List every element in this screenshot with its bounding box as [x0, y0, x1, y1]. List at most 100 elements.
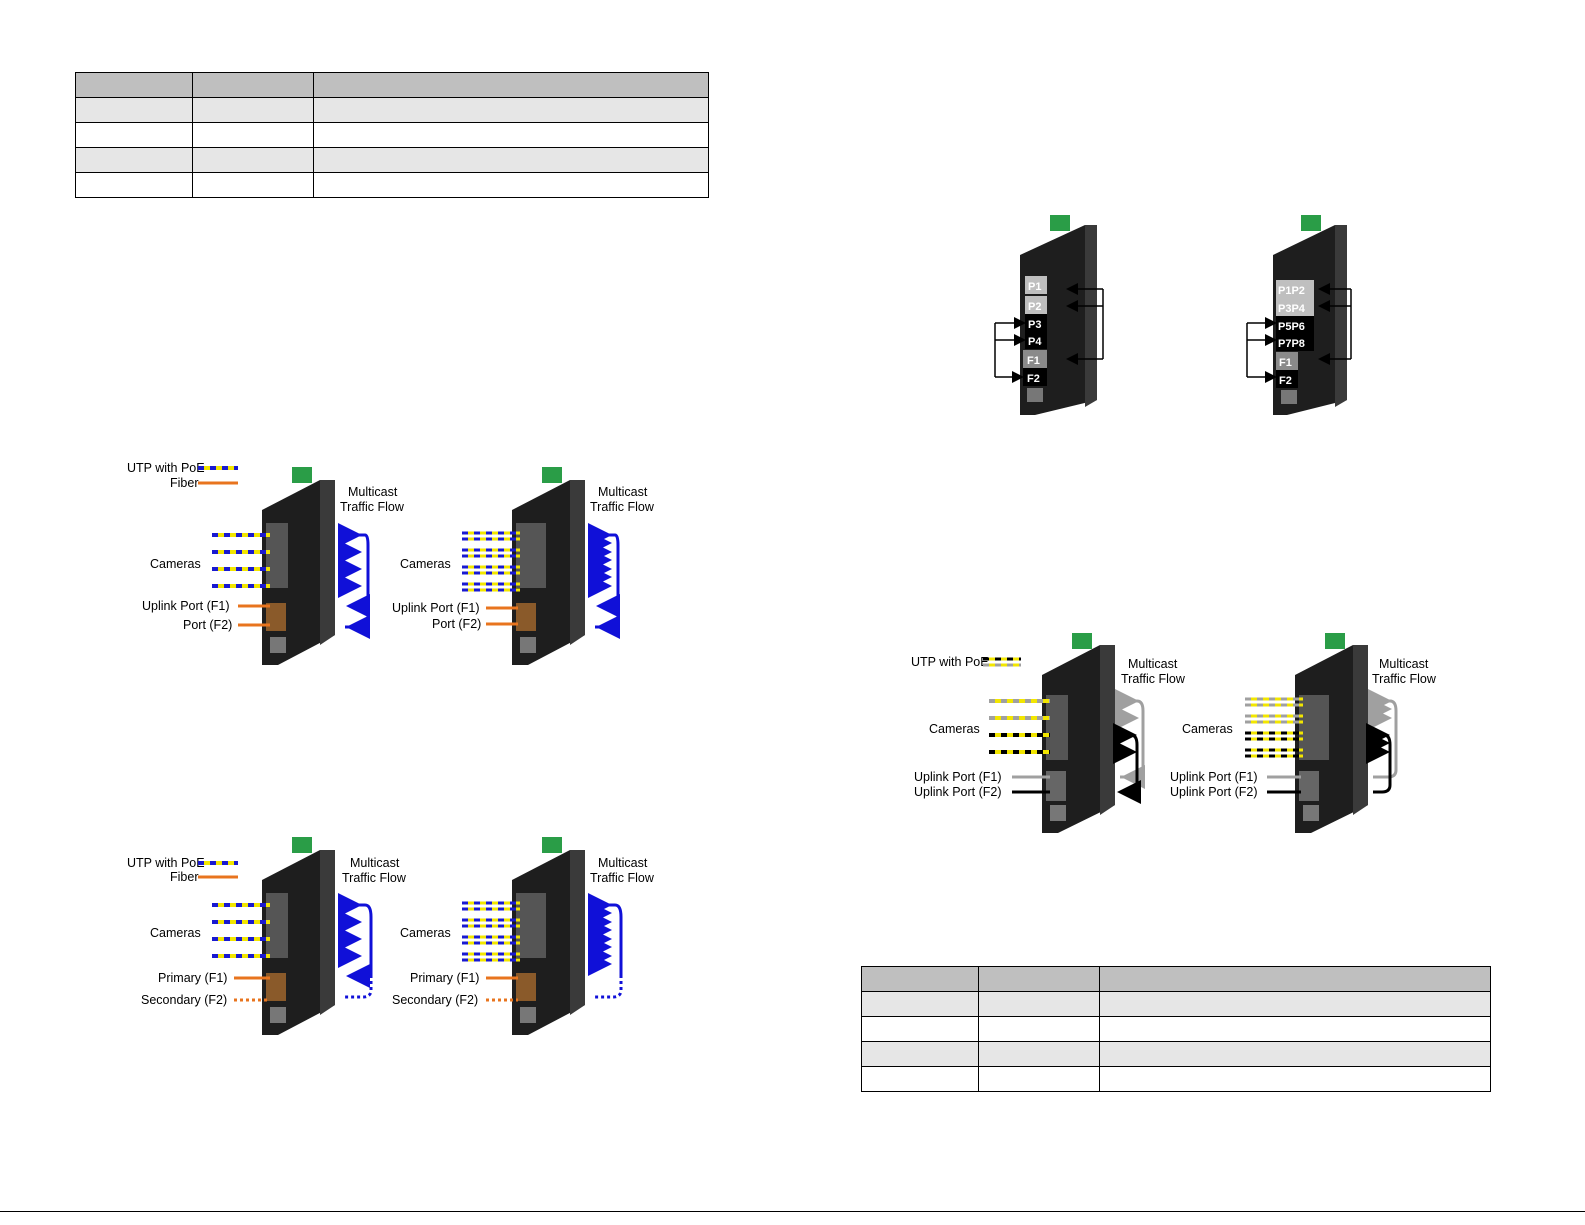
table-cell	[192, 172, 314, 198]
table-cell	[313, 122, 709, 148]
multicast-flow-arrows-2	[588, 893, 623, 999]
table-cell	[861, 1041, 979, 1067]
diagram-multicast-primary-secondary: UTP with PoE Fiber Cameras Primary (F1) …	[127, 837, 655, 1035]
legend-fiber-label: Fiber	[170, 476, 198, 490]
table-cell	[313, 172, 709, 198]
port-f2-label-2: Port (F2)	[432, 617, 481, 631]
table-top-left	[75, 72, 709, 198]
group-arrows-a	[994, 283, 1104, 383]
table-cell	[1099, 1041, 1491, 1067]
table-row	[861, 1016, 1491, 1042]
table-row	[75, 147, 709, 173]
flow-title-line1: Multicast	[1128, 657, 1178, 671]
uplink-port-f2-label-2: Uplink Port (F2)	[1170, 785, 1258, 799]
table-cell	[192, 97, 314, 123]
flow-title-line2: Traffic Flow	[342, 871, 407, 885]
table-cell	[978, 1041, 1100, 1067]
table-cell	[978, 1066, 1100, 1092]
port-p4-label: P4	[1028, 336, 1042, 348]
primary-f1-label: Primary (F1)	[158, 971, 227, 985]
table-header-row	[861, 966, 1491, 992]
table-row	[75, 172, 709, 198]
table-cell	[861, 991, 979, 1017]
multicast-flow-arrows-2	[588, 523, 620, 639]
table-cell	[75, 172, 193, 198]
table-cell	[1099, 1016, 1491, 1042]
uplink-port-f1-label: Uplink Port (F1)	[914, 770, 1002, 784]
cameras-label: Cameras	[929, 722, 980, 736]
terminal-block-icon	[292, 467, 312, 483]
port-badge	[1025, 314, 1047, 332]
flow-title-line2-2: Traffic Flow	[590, 500, 655, 514]
switch-device-8port	[512, 837, 585, 1035]
switch-device-4port	[262, 837, 335, 1035]
table-cell	[75, 72, 193, 98]
table-cell	[192, 72, 314, 98]
multicast-flow-arrows-2	[1366, 689, 1398, 794]
cameras-label-2: Cameras	[400, 926, 451, 940]
table-cell	[75, 122, 193, 148]
port-badge	[1276, 280, 1314, 298]
port-f2-label: Port (F2)	[183, 618, 232, 632]
flow-title-line2-2: Traffic Flow	[590, 871, 655, 885]
port-badge	[1276, 298, 1314, 316]
poe-cables	[989, 699, 1050, 754]
table-cell	[75, 97, 193, 123]
secondary-f2-label-2: Secondary (F2)	[392, 993, 478, 1007]
table-row	[861, 991, 1491, 1017]
poe-cables-2	[462, 531, 520, 592]
table-bottom-right	[861, 966, 1491, 1092]
flow-title-line2: Traffic Flow	[1121, 672, 1186, 686]
table-cell	[313, 147, 709, 173]
diagram-multicast-uplink: UTP with PoE Fiber Cameras Uplink Port (…	[127, 461, 655, 665]
port-badge	[1276, 352, 1298, 370]
terminal-block-icon	[1072, 633, 1092, 649]
table-cell	[861, 1016, 979, 1042]
group-arrows-b	[1246, 283, 1352, 383]
port-f1-label-b: F1	[1279, 357, 1292, 369]
uplink-port-f1-label-2: Uplink Port (F1)	[392, 601, 480, 615]
port-p3-label: P3	[1028, 319, 1041, 331]
table-cell	[313, 72, 709, 98]
legend-fiber-label: Fiber	[170, 870, 198, 884]
table-cell	[75, 147, 193, 173]
cameras-label-2: Cameras	[1182, 722, 1233, 736]
table-header-row	[75, 72, 709, 98]
table-cell	[313, 97, 709, 123]
switch-device-4port	[1042, 633, 1115, 833]
table-cell	[978, 1016, 1100, 1042]
table-row	[861, 1066, 1491, 1092]
uplink-port-f1-label: Uplink Port (F1)	[142, 599, 230, 613]
flow-title-line2-2: Traffic Flow	[1372, 672, 1437, 686]
port-p2-label: P2	[1028, 301, 1041, 313]
table-cell	[978, 966, 1100, 992]
port-p5p6-label: P5P6	[1278, 321, 1305, 333]
port-p1p2-label: P1P2	[1278, 285, 1305, 297]
multicast-flow-arrows	[1113, 689, 1145, 804]
switch-device-8port	[1295, 633, 1368, 833]
port-badge	[1276, 333, 1314, 351]
diagram-dual-uplink: UTP with PoE Cameras Uplink Port (F1) Up…	[911, 633, 1437, 833]
legend-utp-label: UTP with PoE	[127, 461, 205, 475]
switch-device-a: P1 P2 P3 P4 F1 F2	[1020, 215, 1097, 415]
page-bottom-rule	[0, 1211, 1585, 1212]
uplink-port-f2-label: Uplink Port (F2)	[914, 785, 1002, 799]
terminal-block-icon	[1050, 215, 1070, 231]
table-cell	[978, 991, 1100, 1017]
flow-title-line1-2: Multicast	[1379, 657, 1429, 671]
port-f1-label: F1	[1027, 355, 1040, 367]
terminal-block-icon	[292, 837, 312, 853]
table-row	[861, 1041, 1491, 1067]
legend-utp-label: UTP with PoE	[127, 856, 205, 870]
terminal-block-icon	[542, 467, 562, 483]
poe-cables-2	[462, 901, 520, 962]
table-cell	[1099, 991, 1491, 1017]
poe-cables	[212, 903, 270, 958]
port-p3p4-label: P3P4	[1278, 303, 1306, 315]
secondary-f2-label: Secondary (F2)	[141, 993, 227, 1007]
table-row	[75, 97, 709, 123]
cameras-label-2: Cameras	[400, 557, 451, 571]
switch-device-8port	[512, 467, 585, 665]
port-badge	[1025, 296, 1047, 314]
port-badge	[1023, 350, 1047, 368]
